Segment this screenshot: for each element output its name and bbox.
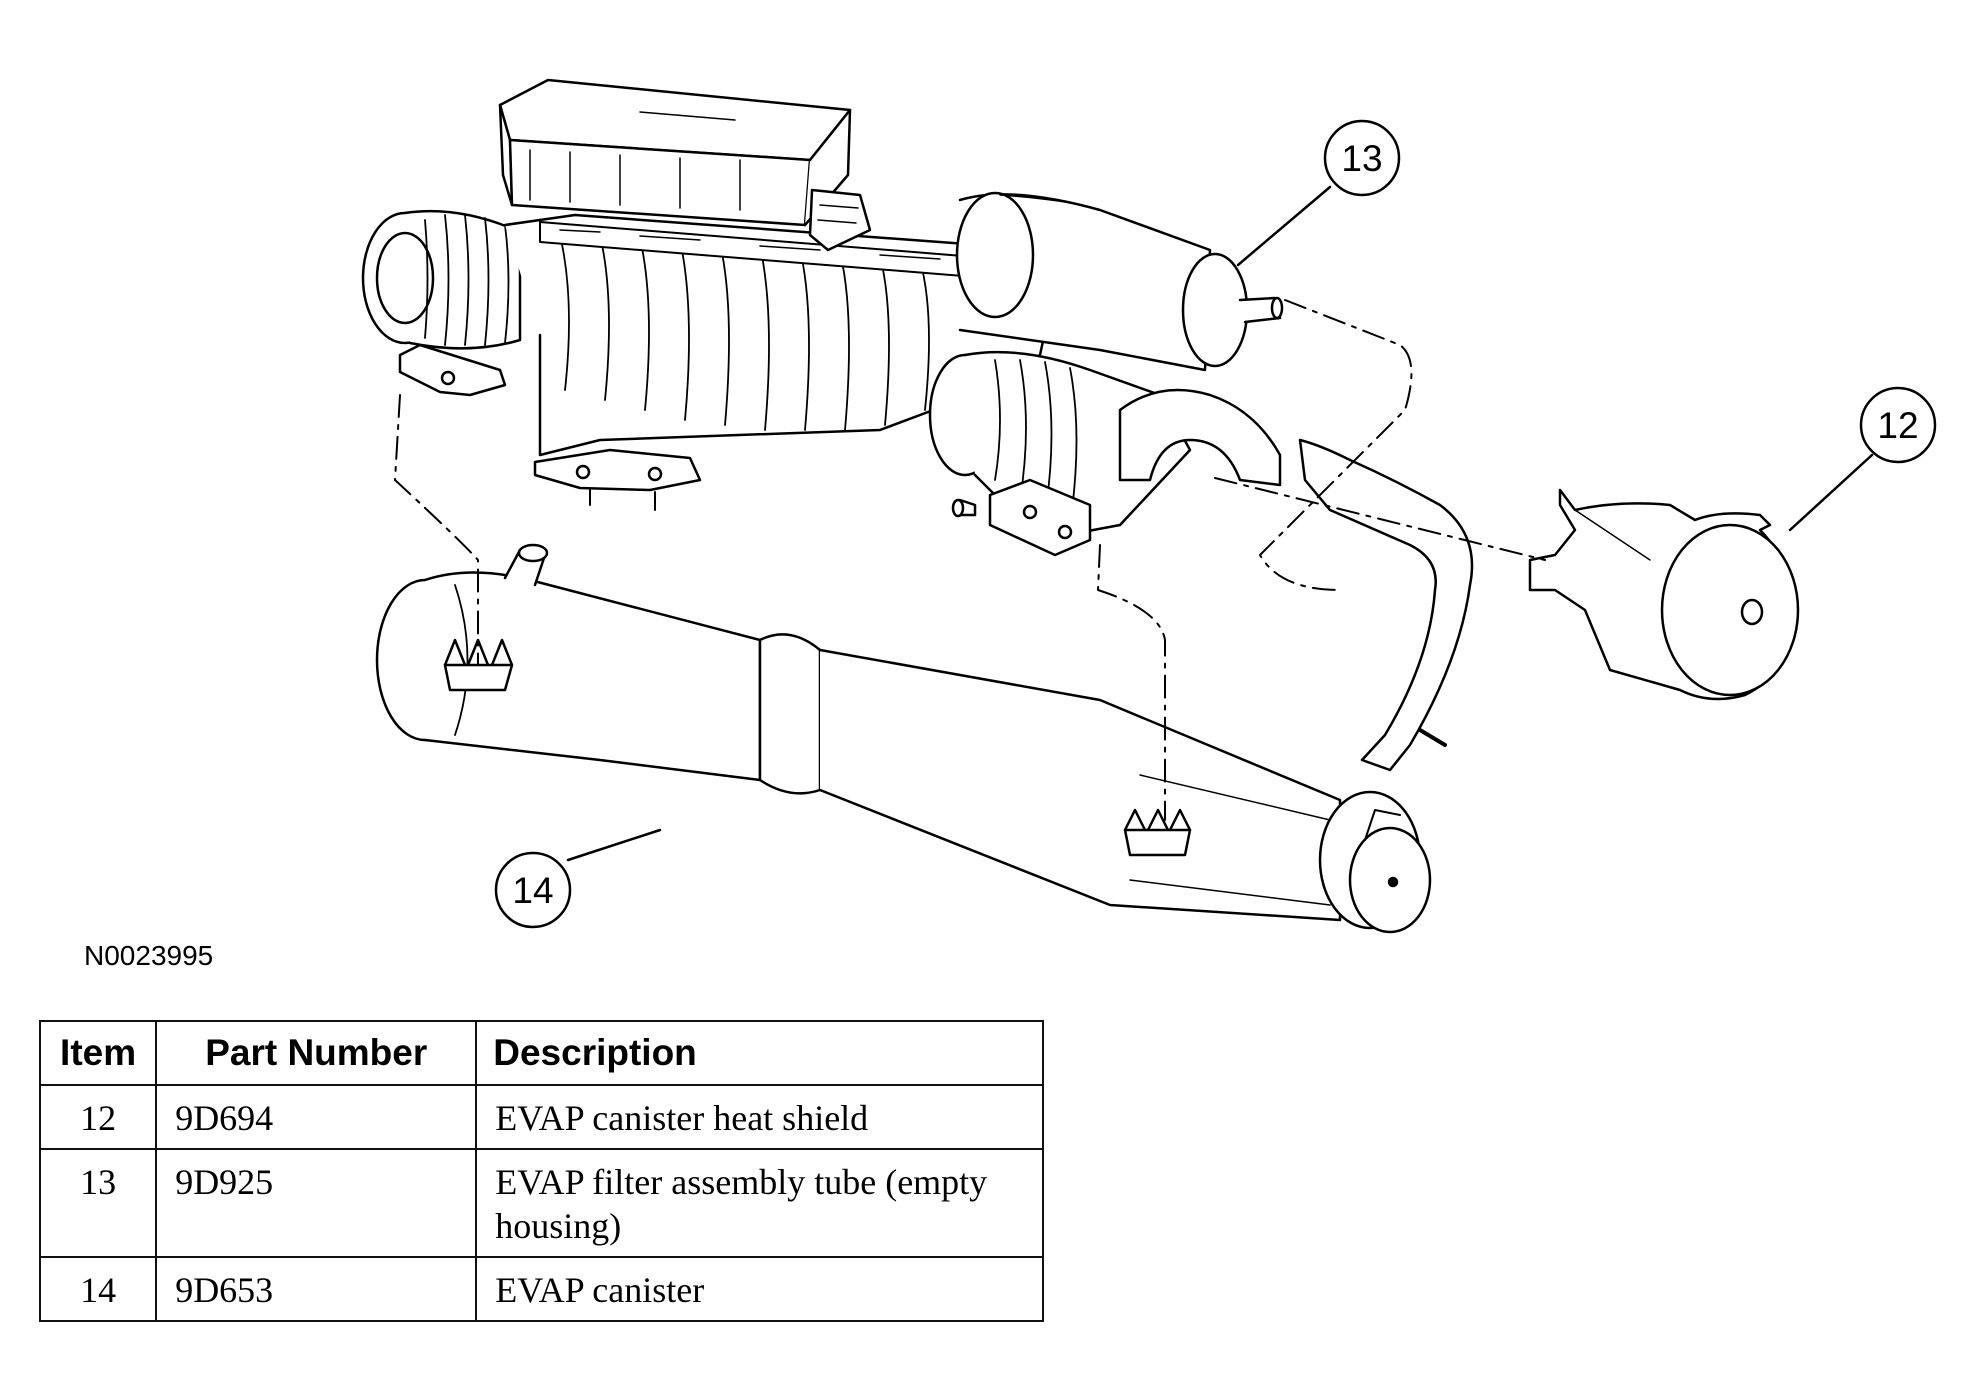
part-number-cell: 9D925 (155, 1148, 478, 1258)
figure-id: N0023995 (84, 940, 214, 971)
callout-13: 13 (1323, 119, 1401, 197)
description-cell: EVAP canister (475, 1256, 1044, 1322)
callout-14: 14 (494, 851, 572, 929)
callout-14-leader (566, 828, 662, 862)
heat-shield-part (1528, 488, 1800, 701)
header-item: Item (38, 1020, 158, 1086)
callout-12: 12 (1859, 386, 1937, 464)
callout-12-label: 12 (1877, 405, 1918, 446)
callout-13-leader (1236, 185, 1332, 267)
description-cell: EVAP canister heat shield (475, 1084, 1044, 1150)
callout-13-label: 13 (1341, 138, 1382, 179)
alignment-lines (394, 299, 1546, 821)
description-cell: EVAP filter assembly tube (empty housing… (475, 1148, 1044, 1258)
part-number-cell: 9D694 (155, 1084, 478, 1150)
item-cell: 13 (38, 1148, 158, 1258)
header-part-number: Part Number (155, 1020, 478, 1086)
exploded-view-diagram: 13 12 14 (361, 78, 1937, 934)
table-row: 12 9D694 EVAP canister heat shield (38, 1084, 1044, 1150)
callout-12-leader (1788, 453, 1874, 532)
table-header-row: Item Part Number Description (38, 1020, 1044, 1086)
table-row: 13 9D925 EVAP filter assembly tube (empt… (38, 1148, 1044, 1258)
item-cell: 12 (38, 1084, 158, 1150)
callout-14-label: 14 (512, 870, 553, 911)
table-row: 14 9D653 EVAP canister (38, 1256, 1044, 1322)
part-number-cell: 9D653 (155, 1256, 478, 1322)
air-cleaner-assembly (361, 78, 1284, 557)
header-description: Description (475, 1020, 1044, 1086)
evap-canister-part (375, 438, 1474, 934)
item-cell: 14 (38, 1256, 158, 1322)
parts-table: Item Part Number Description 12 9D694 EV… (38, 1020, 1044, 1322)
